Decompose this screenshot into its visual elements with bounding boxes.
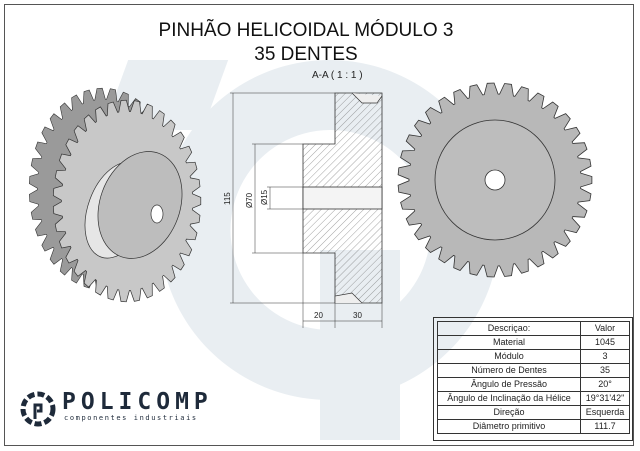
gear-front-view <box>397 82 593 278</box>
drawing-subtitle: 35 DENTES <box>254 44 358 65</box>
policomp-gear-logo-icon <box>20 391 56 427</box>
brand-tagline: componentes industriais <box>64 414 198 422</box>
dim-hub-width: 20 <box>314 311 323 320</box>
dim-gear-width: 30 <box>353 311 362 320</box>
dim-hub: Ø70 <box>245 192 254 208</box>
drawing-title: PINHÃO HELICOIDAL MÓDULO 3 <box>158 20 454 41</box>
section-label: A-A ( 1 : 1 ) <box>312 70 363 81</box>
dim-bore: Ø15 <box>260 189 269 205</box>
gear-isometric-view <box>28 87 202 303</box>
drawing-border <box>4 4 634 446</box>
section-view: A-A ( 1 : 1 ) 115 Ø70 Ø15 20 30 <box>223 70 383 328</box>
dim-overall: 115 <box>223 192 232 205</box>
brand-name: POLICOMP <box>62 389 213 415</box>
spec-table-frame <box>433 317 633 441</box>
table-header: Descriçao:Valor <box>437 321 630 336</box>
